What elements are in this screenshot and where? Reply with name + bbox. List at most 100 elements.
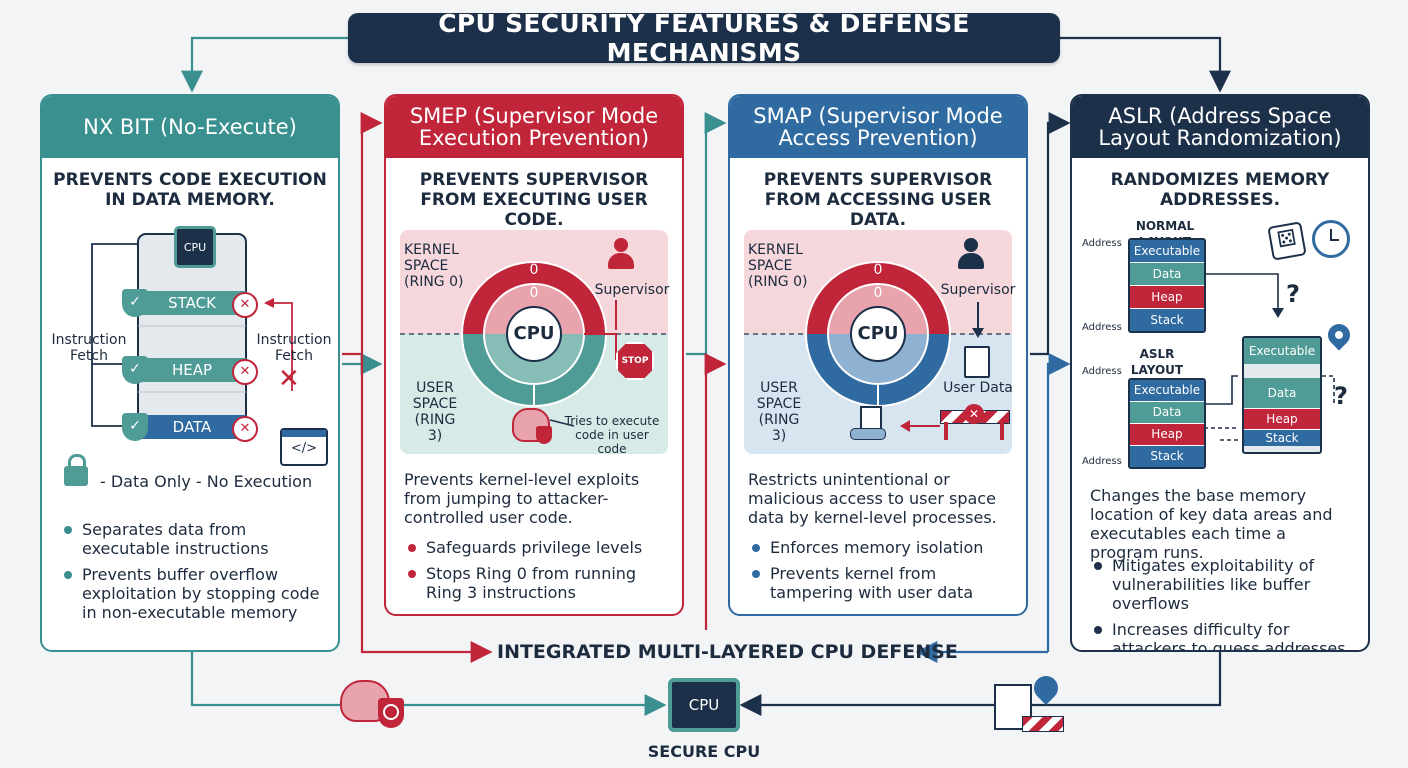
hand-document-icon bbox=[850, 406, 886, 440]
smep-rings bbox=[400, 261, 668, 427]
mem-block: Stack bbox=[1130, 445, 1204, 467]
smep-ring-inner-label: 0 bbox=[529, 285, 539, 301]
address-label: Address bbox=[1082, 322, 1122, 333]
nx-card: NX BIT (No-Execute) PREVENTS CODE EXECUT… bbox=[40, 94, 340, 652]
list-item: Prevents buffer overflow exploitation by… bbox=[60, 565, 330, 622]
nx-bullets: Separates data from executable instructi… bbox=[60, 520, 330, 629]
list-item: Stops Ring 0 from running Ring 3 instruc… bbox=[404, 564, 674, 602]
blocked-x-icon: ✕ bbox=[232, 359, 258, 385]
aslr-layout-label: ASLR LAYOUT bbox=[1130, 347, 1184, 377]
smap-to-aslr-arrow bbox=[1030, 112, 1071, 356]
nx-segment-data: DATA bbox=[172, 418, 212, 436]
smep-bullets: Safeguards privilege levels Stops Ring 0… bbox=[404, 538, 674, 609]
smep-to-smap-arrow bbox=[686, 112, 727, 356]
smep-to-smap-arrow-2 bbox=[704, 353, 727, 630]
mem-block: Data bbox=[1244, 378, 1320, 408]
smap-to-aslr-arrow-2 bbox=[1046, 353, 1071, 652]
brain-shield-icon bbox=[336, 676, 406, 732]
smep-card: SMEP (Supervisor Mode Execution Preventi… bbox=[384, 94, 684, 616]
smep-cpu-label: CPU bbox=[513, 323, 555, 344]
question-mark: ? bbox=[1286, 280, 1300, 308]
address-label: Address bbox=[1082, 238, 1122, 249]
smap-user-label: USER SPACE (RING 3) bbox=[756, 380, 802, 444]
nx-to-secure-cpu-arrow bbox=[190, 652, 667, 716]
mem-block: Heap bbox=[1130, 423, 1204, 445]
aslr-to-secure-cpu-arrow bbox=[739, 652, 1222, 716]
nx-cpu-chip: CPU bbox=[174, 226, 216, 268]
lock-icon bbox=[64, 454, 88, 486]
nx-memory-diagram bbox=[91, 233, 293, 439]
smap-description: Restricts unintentional or malicious acc… bbox=[748, 470, 997, 527]
smap-header: SMAP (Supervisor Mode Access Prevention) bbox=[730, 96, 1026, 158]
list-item: Separates data from executable instructi… bbox=[60, 520, 330, 558]
aslr-subtitle: RANDOMIZES MEMORY ADDRESSES. bbox=[1110, 170, 1330, 210]
smap-ring-outer-label: 0 bbox=[873, 262, 883, 278]
aslr-card: ASLR (Address Space Layout Randomization… bbox=[1070, 94, 1370, 652]
aslr-description: Changes the base memory location of key … bbox=[1090, 486, 1333, 562]
document-icon bbox=[964, 346, 990, 378]
smep-subtitle: PREVENTS SUPERVISOR FROM EXECUTING USER … bbox=[419, 170, 649, 230]
blocked-x-icon: ✕ bbox=[232, 292, 258, 318]
mem-block: Executable bbox=[1130, 240, 1204, 262]
nx-to-smep-arrow bbox=[342, 112, 383, 356]
mem-block: Heap bbox=[1130, 285, 1204, 308]
smep-ring-outer-label: 0 bbox=[529, 262, 539, 278]
integrated-defense-label: INTEGRATED MULTI-LAYERED CPU DEFENSE bbox=[497, 641, 958, 663]
mem-block: Data bbox=[1130, 262, 1204, 285]
smep-supervisor-label: Supervisor bbox=[594, 282, 670, 298]
mem-block: Heap bbox=[1244, 408, 1320, 429]
supervisor-user-icon bbox=[608, 238, 634, 272]
nx-segment-stack: STACK bbox=[168, 294, 216, 312]
red-x-icon: ✕ bbox=[278, 364, 300, 394]
dice-icon: ⚄ bbox=[1267, 221, 1307, 261]
mem-block: Data bbox=[1130, 401, 1204, 423]
smap-card: SMAP (Supervisor Mode Access Prevention)… bbox=[728, 94, 1028, 616]
page-title: CPU SECURITY FEATURES & DEFENSE MECHANIS… bbox=[348, 9, 1060, 67]
smep-tries-label: Tries to execute code in user code bbox=[564, 414, 660, 456]
smep-kernel-label: KERNEL SPACE (RING 0) bbox=[404, 242, 464, 290]
supervisor-user-icon bbox=[958, 238, 984, 272]
list-item: Prevents kernel from tampering with user… bbox=[748, 564, 1018, 602]
nx-right-fetch-label: Instruction Fetch bbox=[256, 332, 332, 364]
stop-sign-icon: STOP bbox=[616, 342, 654, 380]
smap-rings bbox=[744, 261, 1012, 432]
aslr-header: ASLR (Address Space Layout Randomization… bbox=[1072, 96, 1368, 158]
nx-subtitle: PREVENTS CODE EXECUTION IN DATA MEMORY. bbox=[53, 170, 327, 210]
list-item: Enforces memory isolation bbox=[748, 538, 1018, 557]
barrier-icon: ✕ bbox=[940, 404, 1010, 440]
document-location-icon bbox=[994, 671, 1066, 736]
aslr-arrows bbox=[1204, 273, 1335, 441]
question-mark: ? bbox=[1334, 382, 1348, 410]
mem-block: Stack bbox=[1244, 429, 1320, 446]
shield-check-icon: ✓ bbox=[122, 413, 148, 441]
secure-cpu-label: SECURE CPU bbox=[647, 742, 761, 761]
address-label: Address bbox=[1082, 366, 1122, 377]
smap-subtitle: PREVENTS SUPERVISOR FROM ACCESSING USER … bbox=[763, 170, 993, 230]
list-item: Increases difficulty for attackers to gu… bbox=[1090, 620, 1360, 650]
smap-cpu-label: CPU bbox=[857, 323, 899, 344]
smep-header: SMEP (Supervisor Mode Execution Preventi… bbox=[386, 96, 682, 158]
aslr-right-stack: Executable Data Heap Stack bbox=[1242, 336, 1322, 454]
nx-to-integrated-arrow bbox=[360, 354, 493, 663]
secure-cpu-chip-icon: CPU bbox=[668, 678, 740, 732]
smap-user-data-label: User Data bbox=[943, 380, 1013, 396]
mem-block: Executable bbox=[1244, 338, 1320, 364]
clock-icon bbox=[1312, 220, 1350, 258]
smap-supervisor-label: Supervisor bbox=[940, 282, 1016, 298]
smap-bullets: Enforces memory isolation Prevents kerne… bbox=[748, 538, 1018, 609]
shield-check-icon: ✓ bbox=[122, 356, 148, 384]
title-to-aslr-arrow bbox=[1060, 36, 1231, 93]
smep-description: Prevents kernel-level exploits from jump… bbox=[404, 470, 640, 527]
shield-check-icon: ✓ bbox=[122, 289, 148, 317]
shield-icon bbox=[536, 426, 552, 444]
aslr-bullets: Mitigates exploitability of vulnerabilit… bbox=[1090, 556, 1360, 650]
title-to-nx-arrow bbox=[181, 36, 348, 93]
aslr-left-stack: Executable Data Heap Stack bbox=[1128, 378, 1206, 469]
code-window-icon: </> bbox=[280, 428, 328, 466]
list-item: Mitigates exploitability of vulnerabilit… bbox=[1090, 556, 1360, 613]
aslr-normal-stack: Executable Data Heap Stack bbox=[1128, 238, 1206, 333]
list-item: Safeguards privilege levels bbox=[404, 538, 674, 557]
blocked-x-icon: ✕ bbox=[232, 416, 258, 442]
